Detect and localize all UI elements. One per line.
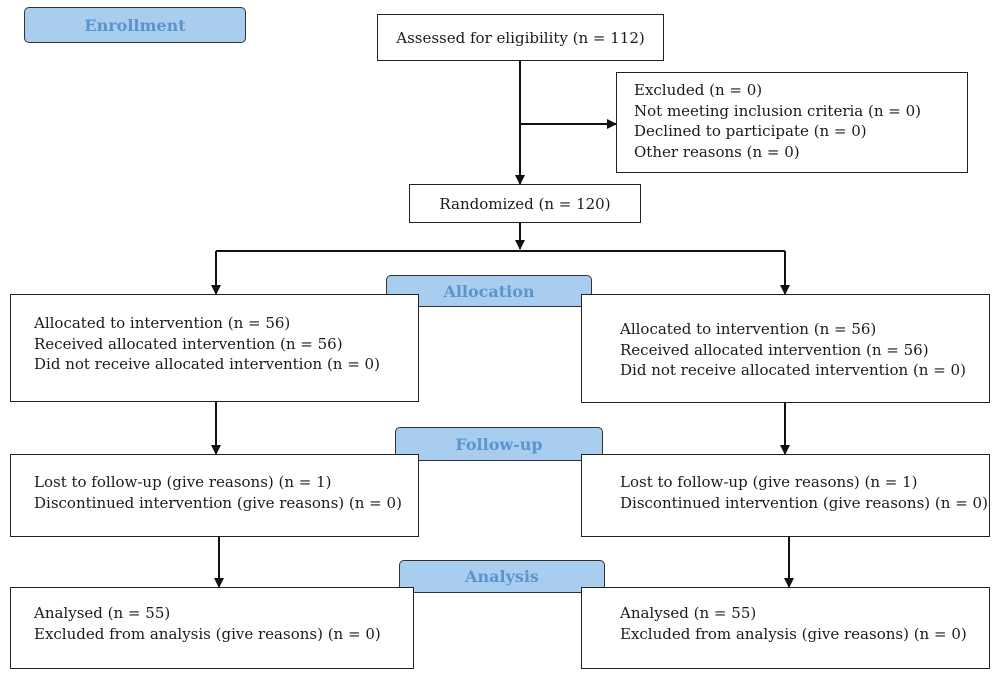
analysis-line: Analysed (n = 55) [620, 604, 757, 622]
stage-label-enrollment: Enrollment [24, 7, 246, 43]
excluded-line: Excluded (n = 0) [634, 81, 763, 99]
followup-line: Discontinued intervention (give reasons)… [34, 493, 402, 512]
right-followup-box: Lost to follow-up (give reasons) (n = 1)… [581, 454, 990, 537]
allocation-line: Received allocated intervention (n = 56) [34, 334, 343, 353]
analysis-line: Excluded from analysis (give reasons) (n… [620, 624, 967, 643]
allocation-line: Allocated to intervention (n = 56) [620, 320, 877, 338]
allocation-line: Received allocated intervention (n = 56) [620, 340, 929, 359]
stage-label-followup: Follow-up [395, 427, 603, 461]
analysis-line: Analysed (n = 55) [34, 604, 171, 622]
right-allocation-box: Allocated to intervention (n = 56) Recei… [581, 294, 990, 403]
excluded-line: Other reasons (n = 0) [634, 142, 800, 161]
stage-label-analysis: Analysis [399, 560, 605, 593]
allocation-line: Did not receive allocated intervention (… [34, 355, 380, 373]
left-analysis-box: Analysed (n = 55) Excluded from analysis… [10, 587, 414, 669]
allocation-line: Allocated to intervention (n = 56) [34, 314, 291, 332]
followup-line: Lost to follow-up (give reasons) (n = 1) [34, 473, 332, 491]
stage-label-allocation: Allocation [386, 275, 592, 307]
followup-line: Discontinued intervention (give reasons)… [620, 493, 988, 512]
right-analysis-box: Analysed (n = 55) Excluded from analysis… [581, 587, 990, 669]
analysis-line: Excluded from analysis (give reasons) (n… [34, 624, 381, 643]
left-allocation-box: Allocated to intervention (n = 56) Recei… [10, 294, 419, 402]
allocation-line: Did not receive allocated intervention (… [620, 361, 966, 379]
followup-line: Lost to follow-up (give reasons) (n = 1) [620, 473, 918, 491]
assessed-box: Assessed for eligibility (n = 112) [377, 14, 664, 61]
excluded-line: Declined to participate (n = 0) [634, 122, 867, 140]
left-followup-box: Lost to follow-up (give reasons) (n = 1)… [10, 454, 419, 537]
excluded-box: Excluded (n = 0) Not meeting inclusion c… [616, 72, 968, 173]
randomized-box: Randomized (n = 120) [409, 184, 641, 223]
excluded-line: Not meeting inclusion criteria (n = 0) [634, 101, 922, 120]
